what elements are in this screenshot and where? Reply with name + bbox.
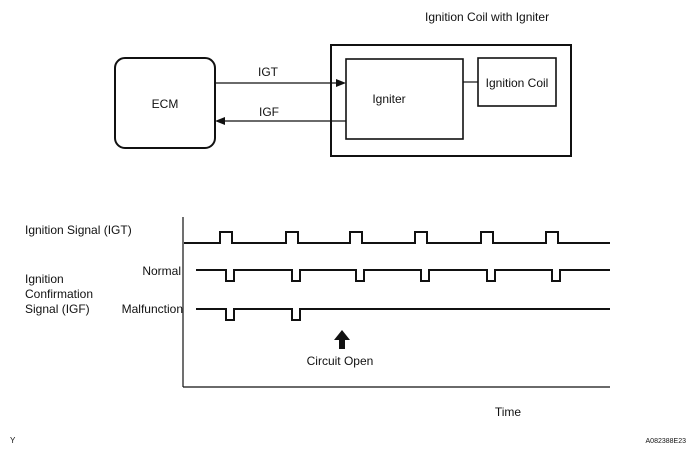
igt-waveform	[184, 231, 610, 244]
igniter-box	[345, 58, 464, 140]
module-outline	[330, 44, 572, 157]
ecm-label: ECM	[152, 97, 179, 111]
malfunction-label: Malfunction	[122, 302, 183, 316]
circuit-open-label: Circuit Open	[307, 354, 374, 368]
module-title: Ignition Coil with Igniter	[425, 10, 549, 24]
igt-arrowhead	[336, 79, 346, 87]
igt-row-label: Ignition Signal (IGT)	[25, 223, 132, 237]
x-axis-label: Time	[495, 405, 522, 419]
corner-mark: Y	[10, 436, 16, 445]
igf-normal-waveform	[196, 269, 610, 282]
igniter-label: Igniter	[372, 92, 405, 106]
igf-signal-label: IGF	[259, 105, 279, 119]
igf-row-label-1: Ignition	[25, 272, 64, 286]
normal-label: Normal	[142, 264, 181, 278]
igf-malfunction-waveform	[196, 308, 610, 321]
igf-arrowhead	[215, 117, 225, 125]
igf-row-label-3: Signal (IGF)	[25, 302, 90, 316]
igf-row-label-2: Confirmation	[25, 287, 93, 301]
circuit-open-arrow	[334, 330, 350, 349]
ecm-box	[114, 57, 216, 149]
coil-label: Ignition Coil	[486, 76, 549, 90]
figure-id: A082388E23	[646, 438, 687, 445]
igt-signal-label: IGT	[258, 65, 279, 79]
